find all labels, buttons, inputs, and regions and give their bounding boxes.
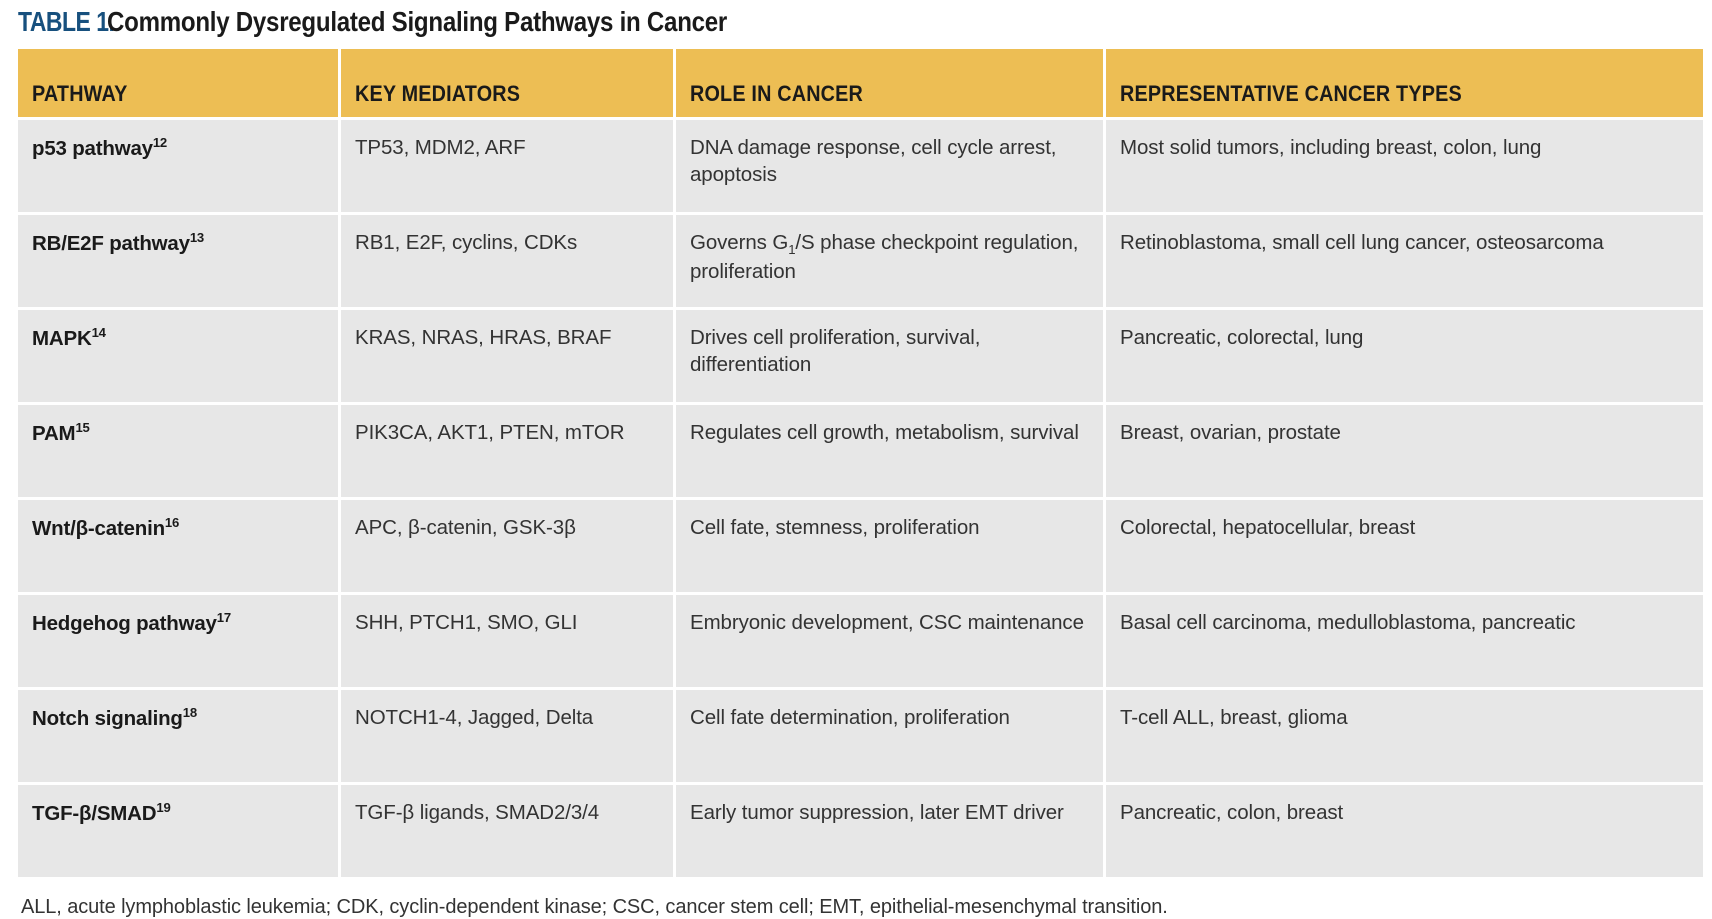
table-header-row: PATHWAY KEY MEDIATORS ROLE IN CANCER REP… [18, 49, 1703, 117]
cell-key-mediators: PIK3CA, AKT1, PTEN, mTOR [341, 405, 673, 497]
cell-key-mediators: NOTCH1-4, Jagged, Delta [341, 690, 673, 782]
reference-superscript: 18 [182, 705, 197, 720]
table-figure: TABLE 1. Commonly Dysregulated Signaling… [15, 0, 1706, 918]
column-header-representative-cancer-types: REPRESENTATIVE CANCER TYPES [1106, 49, 1703, 117]
cell-key-mediators: KRAS, NRAS, HRAS, BRAF [341, 310, 673, 402]
page-title: Commonly Dysregulated Signaling Pathways… [106, 6, 727, 37]
reference-superscript: 19 [156, 800, 171, 815]
reference-superscript: 13 [189, 230, 205, 245]
column-header-role-in-cancer: ROLE IN CANCER [676, 49, 1103, 117]
subscript-one: 1 [788, 242, 796, 258]
reference-superscript: 16 [164, 515, 180, 530]
column-header-pathway: PATHWAY [18, 49, 338, 117]
cell-representative-cancer-types: Pancreatic, colon, breast [1106, 785, 1703, 877]
table-number-label: TABLE 1. [18, 6, 115, 37]
cell-representative-cancer-types: Pancreatic, colorectal, lung [1106, 310, 1703, 402]
cell-representative-cancer-types: T-cell ALL, breast, glioma [1106, 690, 1703, 782]
cell-representative-cancer-types: Most solid tumors, including breast, col… [1106, 120, 1703, 212]
column-header-key-mediators-label: KEY MEDIATORS [355, 81, 521, 106]
cell-role-in-cancer: Governs G1/S phase checkpoint regulation… [676, 215, 1103, 307]
cell-pathway: Notch signaling18 [18, 690, 338, 782]
table-caption: TABLE 1. Commonly Dysregulated Signaling… [18, 0, 1694, 46]
reference-superscript: 12 [152, 135, 168, 150]
table-header: PATHWAY KEY MEDIATORS ROLE IN CANCER REP… [18, 49, 1703, 117]
cell-pathway: p53 pathway12 [18, 120, 338, 212]
cell-pathway: Wnt/β-catenin16 [18, 500, 338, 592]
cell-key-mediators: TP53, MDM2, ARF [341, 120, 673, 212]
cell-representative-cancer-types: Breast, ovarian, prostate [1106, 405, 1703, 497]
reference-superscript: 17 [216, 610, 231, 625]
cell-pathway: PAM15 [18, 405, 338, 497]
reference-superscript: 14 [91, 325, 106, 340]
column-header-role-in-cancer-label: ROLE IN CANCER [690, 81, 864, 106]
cell-key-mediators: RB1, E2F, cyclins, CDKs [341, 215, 673, 307]
cell-role-in-cancer: Cell fate determination, proliferation [676, 690, 1103, 782]
column-header-key-mediators: KEY MEDIATORS [341, 49, 673, 117]
cell-pathway: Hedgehog pathway17 [18, 595, 338, 687]
cell-key-mediators: TGF-β ligands, SMAD2/3/4 [341, 785, 673, 877]
reference-superscript: 15 [75, 420, 90, 435]
table-footnote: ALL, acute lymphoblastic leukemia; CDK, … [21, 896, 1168, 918]
cell-representative-cancer-types: Basal cell carcinoma, medulloblastoma, p… [1106, 595, 1703, 687]
column-header-representative-cancer-types-label: REPRESENTATIVE CANCER TYPES [1120, 81, 1462, 106]
cell-representative-cancer-types: Retinoblastoma, small cell lung cancer, … [1106, 215, 1703, 307]
cell-key-mediators: SHH, PTCH1, SMO, GLI [341, 595, 673, 687]
cell-role-in-cancer: Regulates cell growth, metabolism, survi… [676, 405, 1103, 497]
cell-pathway: MAPK14 [18, 310, 338, 402]
cell-pathway: RB/E2F pathway13 [18, 215, 338, 307]
column-header-pathway-label: PATHWAY [32, 81, 128, 106]
cell-pathway: TGF-β/SMAD19 [18, 785, 338, 877]
cell-key-mediators: APC, β-catenin, GSK-3β [341, 500, 673, 592]
cell-representative-cancer-types: Colorectal, hepatocellular, breast [1106, 500, 1703, 592]
pathways-table: PATHWAY KEY MEDIATORS ROLE IN CANCER REP… [15, 46, 1706, 880]
cell-role-in-cancer: Drives cell proliferation, survival, dif… [676, 310, 1103, 402]
cell-role-in-cancer: Early tumor suppression, later EMT drive… [676, 785, 1103, 877]
cell-role-in-cancer: DNA damage response, cell cycle arrest, … [676, 120, 1103, 212]
cell-role-in-cancer: Cell fate, stemness, proliferation [676, 500, 1103, 592]
cell-role-in-cancer: Embryonic development, CSC maintenance [676, 595, 1103, 687]
